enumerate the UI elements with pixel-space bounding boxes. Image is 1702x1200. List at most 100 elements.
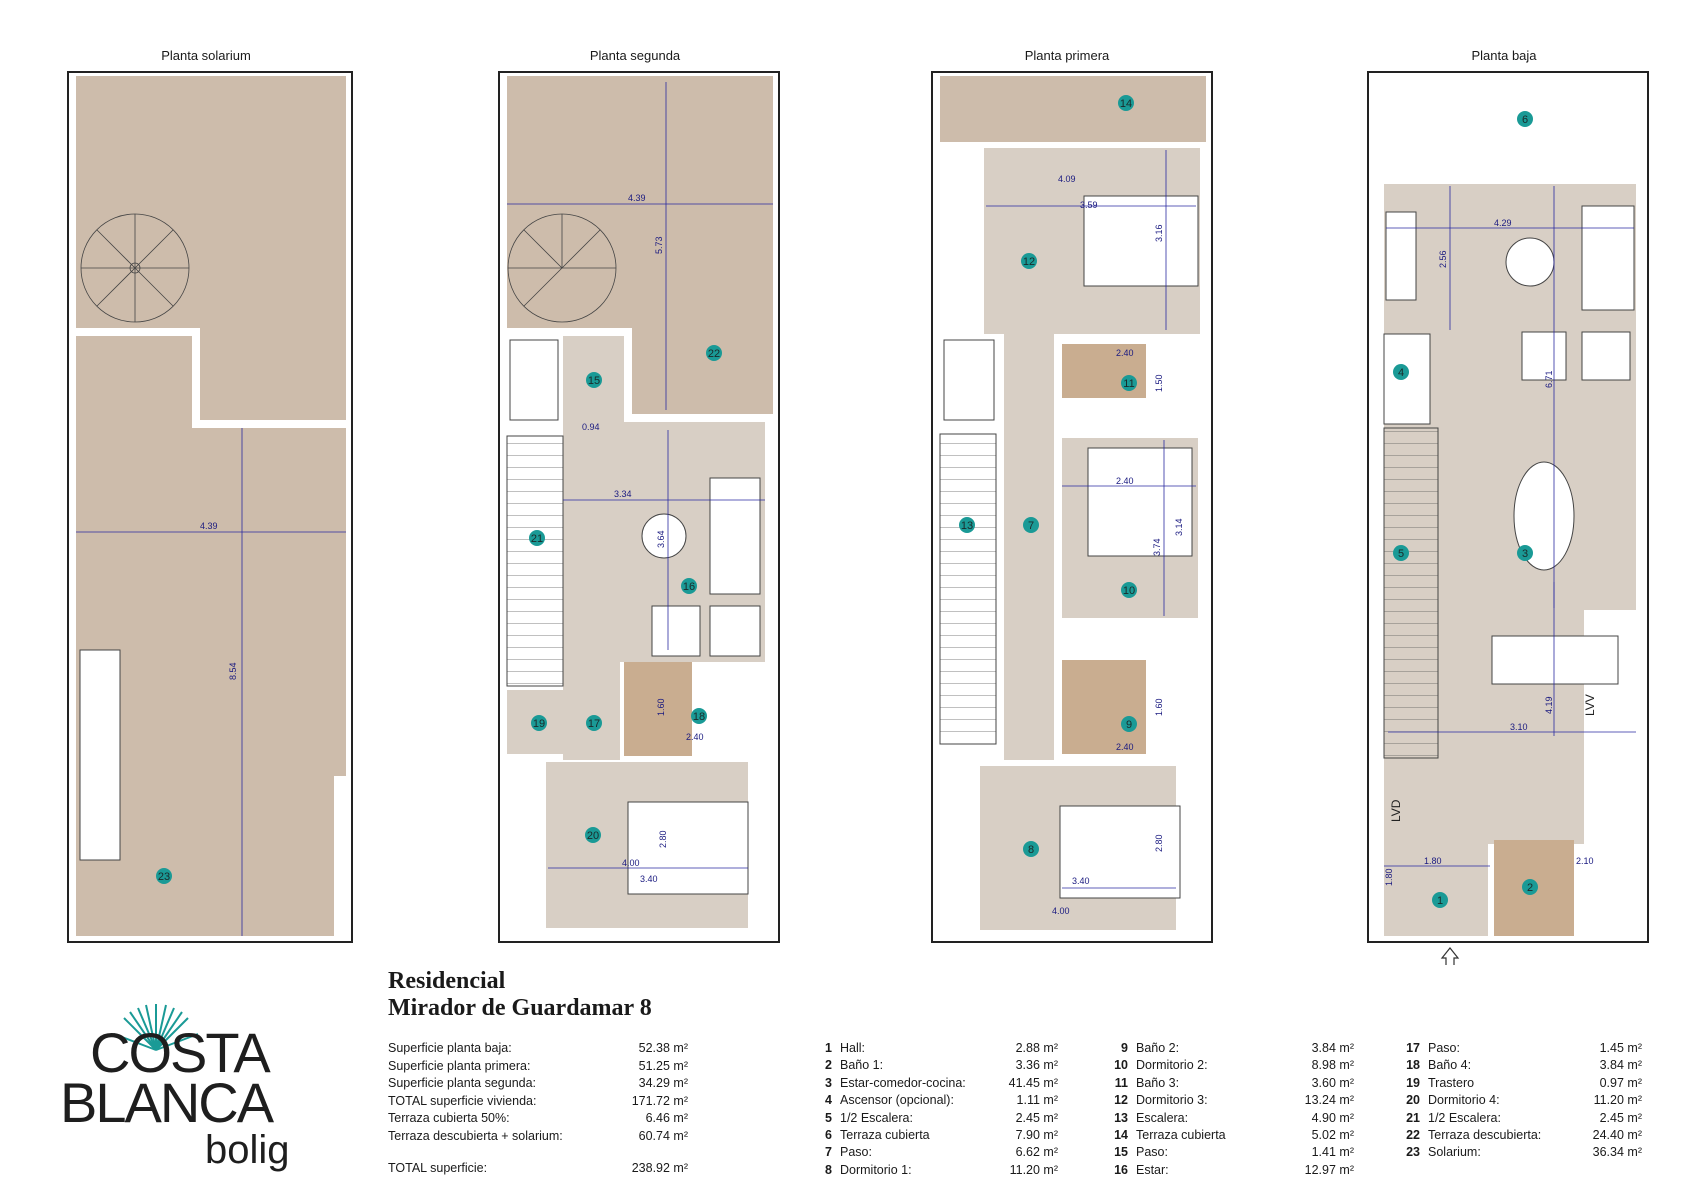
svg-text:19: 19: [533, 718, 545, 730]
summary-total-row: TOTAL superficie:238.92 m²: [388, 1160, 688, 1175]
room-14: [940, 76, 1206, 142]
logo-line-3: bolig: [205, 1128, 290, 1172]
room-area: 41.45 m²: [1008, 1075, 1058, 1090]
spiral-stair-icon: [80, 213, 190, 323]
bed-10: [1087, 447, 1193, 557]
svg-text:12: 12: [1023, 256, 1035, 268]
room-area: 13.24 m²: [1304, 1093, 1354, 1108]
room-name: Ascensor (opcional):: [840, 1093, 954, 1108]
bed-20: [627, 801, 749, 895]
room-badges-segunda: 22 15 21 16 19 17 18 20: [529, 345, 722, 843]
room-num: 8: [825, 1162, 832, 1177]
room-name: Baño 4:: [1428, 1058, 1472, 1073]
room-badges-baja: 6 4 5 3 1 2: [1393, 111, 1538, 908]
dining-table: [1513, 461, 1575, 571]
dim-baj-d1: 4.29: [1494, 218, 1512, 228]
svg-text:10: 10: [1123, 585, 1135, 597]
room-num: 23: [1406, 1145, 1420, 1160]
appliance-lvd: LVD: [1389, 799, 1403, 822]
room-18: [624, 662, 692, 756]
room-num: 5: [825, 1110, 832, 1125]
room-num: 9: [1121, 1041, 1128, 1055]
room-name: Dormitorio 1:: [840, 1162, 912, 1177]
room-area: 2.45 m²: [1015, 1110, 1058, 1125]
room-num: 21: [1406, 1110, 1420, 1125]
kitchen-counter: [1491, 635, 1619, 685]
room-num: 7: [825, 1145, 832, 1160]
room-area: 11.20 m²: [1009, 1162, 1058, 1177]
room-area: 36.34 m²: [1592, 1145, 1642, 1160]
room-name: Solarium:: [1428, 1145, 1481, 1160]
room-num: 10: [1114, 1058, 1128, 1073]
room-badges-primera: 14 12 11 7 13 10 9 8: [959, 95, 1137, 857]
sun-burst-icon: [113, 1004, 199, 1051]
dim-seg-d2: 3.34: [614, 489, 632, 499]
dim-sol-w: 4.39: [200, 521, 218, 531]
dim-seg-d7: 3.40: [640, 874, 658, 884]
room-area: 3.84 m²: [1311, 1041, 1354, 1055]
svg-text:3: 3: [1522, 548, 1528, 560]
svg-text:6: 6: [1522, 114, 1528, 126]
surface-summary: Superficie planta baja:52.38 m² Superfic…: [388, 1040, 688, 1177]
svg-text:8: 8: [1028, 844, 1034, 856]
dim-pri-d6: 2.40: [1116, 476, 1134, 486]
dim-baj-d5: 3.10: [1510, 722, 1528, 732]
room-name: Baño 3:: [1136, 1075, 1180, 1090]
room-num: 17: [1406, 1041, 1420, 1055]
room-area: 2.88 m²: [1015, 1041, 1058, 1055]
floor-plans: 4.39 8.54 23 4.39 5.73 0.94 3.34: [67, 71, 1649, 965]
dim-seg-d5: 2.40: [686, 732, 704, 742]
entrance-arrow-icon: [1440, 947, 1460, 965]
dim-pri-d8: 3.14: [1174, 518, 1184, 536]
dim-seg-d3: 3.64: [656, 530, 666, 548]
room-list-item: 7 Paso: 6.62 m²: [814, 1144, 1058, 1161]
room-22: [507, 76, 773, 414]
room-name: Dormitorio 4:: [1428, 1093, 1500, 1108]
dim-seg-d4: 1.60: [656, 698, 666, 716]
room-num: 2: [825, 1058, 832, 1073]
room-name: Dormitorio 3:: [1136, 1093, 1208, 1108]
room-name: 1/2 Escalera:: [1428, 1110, 1501, 1125]
room-num: 18: [1406, 1058, 1420, 1073]
dim-seg-h: 5.73: [654, 236, 664, 254]
plan-solarium: 4.39 8.54 23: [67, 71, 353, 943]
room-num: 19: [1406, 1075, 1420, 1090]
room-name: Estar:: [1136, 1162, 1169, 1177]
summary-row: TOTAL superficie vivienda:171.72 m²: [388, 1093, 688, 1108]
room-name: Hall:: [840, 1041, 866, 1055]
room-solarium-terrace-top: [76, 76, 346, 420]
svg-text:18: 18: [693, 711, 705, 723]
dim-seg-d6: 4.00: [622, 858, 640, 868]
dim-sol-h: 8.54: [228, 662, 238, 680]
plan-primera: 4.09 3.59 3.16 2.40 1.50 2.40 3.74 3.14 …: [931, 71, 1213, 943]
room-name: Paso:: [1136, 1145, 1168, 1160]
plan-baja: 4.29 2.56 6.71 4.19 3.10 1.80 1.80 2.10 …: [1367, 71, 1649, 965]
dim-pri-d1: 4.09: [1058, 174, 1076, 184]
dim-baj-d3: 6.71: [1544, 370, 1554, 388]
dim-pri-d2: 3.59: [1080, 200, 1098, 210]
room-4: [1383, 333, 1431, 425]
floor-title-segunda: Planta segunda: [589, 48, 681, 63]
room-area: 3.36 m²: [1015, 1058, 1058, 1073]
room-num: 12: [1114, 1093, 1128, 1108]
room-area: 6.62 m²: [1015, 1145, 1058, 1160]
room-name: Paso:: [840, 1145, 872, 1160]
project-title-line-1: Residencial: [388, 968, 506, 994]
svg-text:9: 9: [1126, 719, 1132, 731]
svg-text:7: 7: [1028, 520, 1034, 532]
svg-text:22: 22: [708, 348, 720, 360]
